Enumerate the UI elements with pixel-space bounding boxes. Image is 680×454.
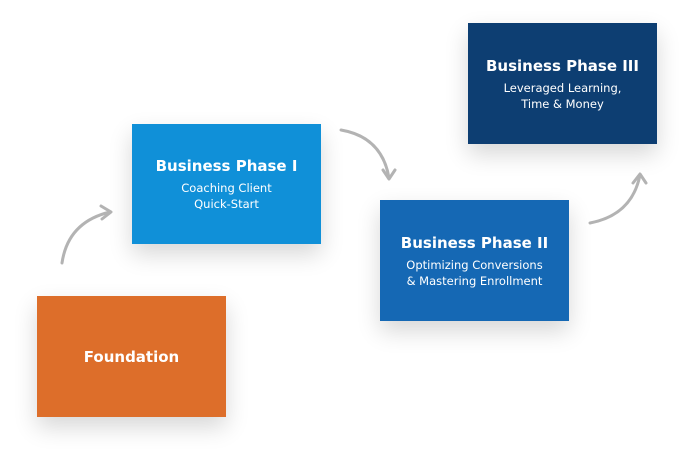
arrow-phase2-to-phase3 — [588, 172, 648, 225]
arrow-phase1-to-phase2 — [339, 128, 397, 181]
business-phase-1-box: Business Phase I Coaching Client Quick-S… — [132, 124, 321, 244]
phase-1-description-line-1: Coaching Client — [181, 181, 272, 195]
phase-1-description-line-2: Quick-Start — [194, 197, 259, 211]
phase-3-title: Business Phase III — [486, 56, 639, 75]
phase-3-description-line-2: Time & Money — [521, 96, 604, 111]
phase-2-description-line-1: Optimizing Conversions — [406, 257, 543, 272]
phase-2-description: Optimizing Conversions & Mastering Enrol… — [406, 257, 542, 289]
business-phase-2-box: Business Phase II Optimizing Conversions… — [380, 200, 569, 321]
phase-1-title: Business Phase I — [155, 157, 298, 175]
business-phase-3-box: Business Phase III Leveraged Learning, T… — [468, 23, 657, 144]
phase-2-description-line-2: & Mastering Enrollment — [406, 273, 543, 288]
phase-3-description-line-1: Leveraged Learning, — [503, 80, 622, 95]
foundation-title: Foundation — [83, 347, 180, 366]
arrow-foundation-to-phase1 — [60, 204, 113, 265]
phase-2-title: Business Phase II — [400, 233, 549, 252]
phase-1-description: Coaching Client Quick-Start — [181, 180, 271, 212]
foundation-box: Foundation — [37, 296, 226, 417]
phase-3-description: Leveraged Learning, Time & Money — [504, 80, 622, 112]
